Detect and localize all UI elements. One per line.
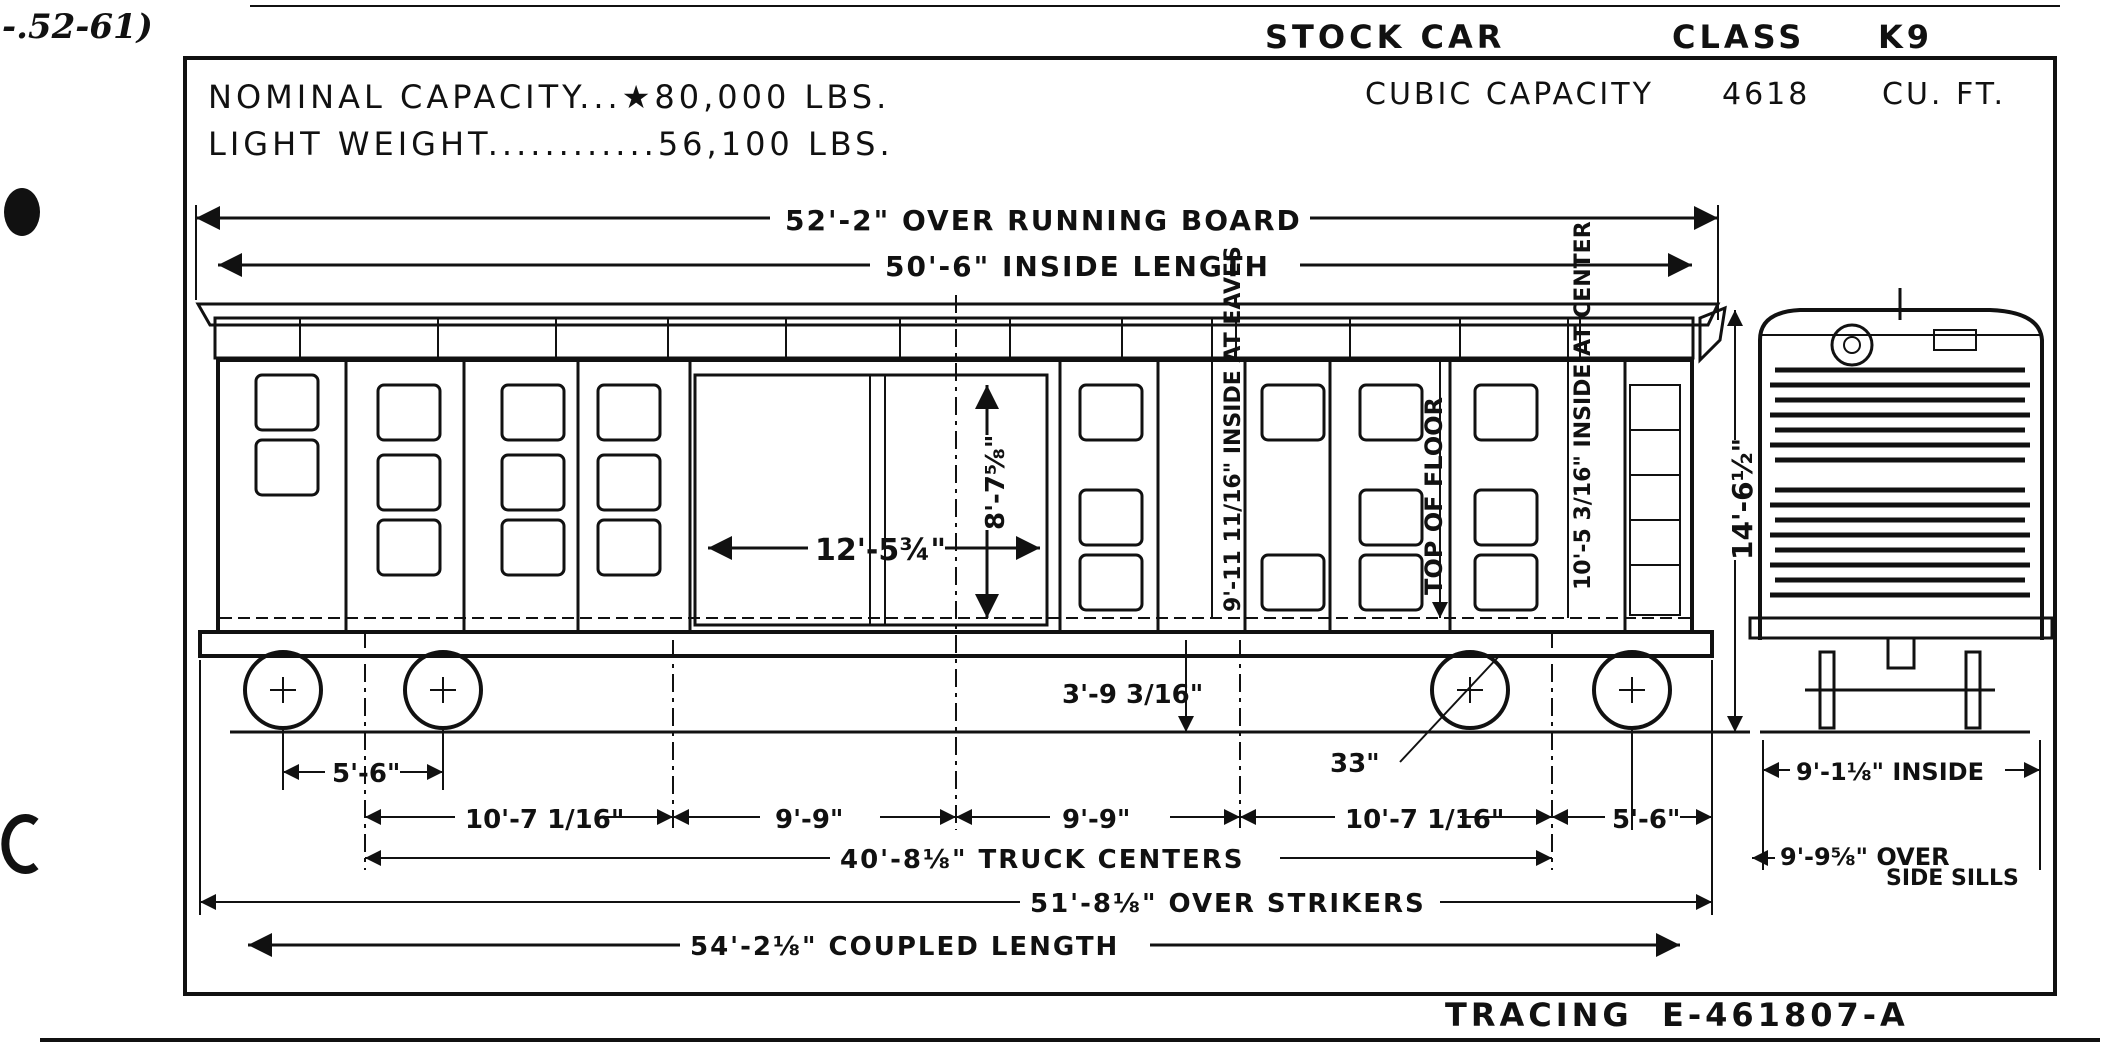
wheels <box>230 650 1750 734</box>
punch-hole-bottom <box>1 814 39 874</box>
cubic-capacity-value: 4618 <box>1722 77 1810 112</box>
class-value: K9 <box>1878 18 1933 56</box>
segment-1: 10'-7 1/16" <box>465 805 624 835</box>
punch-hole-top <box>4 188 40 236</box>
corner-note: -.52-61) <box>2 7 153 47</box>
dim-inside-length: 50'-6" INSIDE LENGTH <box>218 250 1692 283</box>
dim-over-running-board: 52'-2" OVER RUNNING BOARD <box>196 204 1718 237</box>
end-inside-width: 9'-1⅛" INSIDE <box>1796 758 1984 786</box>
inside-at-center: 10'-5 3/16" INSIDE AT CENTER <box>1571 221 1596 590</box>
end-side-sills: SIDE SILLS <box>1886 866 2019 891</box>
segment-3: 9'-9" <box>1062 805 1130 835</box>
inside-length-label: 50'-6" INSIDE LENGTH <box>885 250 1270 283</box>
door-width: 12'-5¾" <box>815 533 946 568</box>
car-body-side <box>195 302 1727 658</box>
class-label: CLASS <box>1672 18 1805 56</box>
overall-height: 14'-6½" <box>1726 438 1759 560</box>
inside-at-eaves: 9'-11 11/16" INSIDE AT EAVES <box>1221 246 1246 612</box>
cubic-capacity-label: CUBIC CAPACITY <box>1365 77 1654 112</box>
segment-dimensions: 10'-7 1/16" 9'-9" 9'-9" 10'-7 1/16" 5'-6… <box>365 805 1712 835</box>
cubic-capacity-unit: CU. FT. <box>1882 77 2006 112</box>
light-weight: LIGHT WEIGHT............56,100 LBS. <box>208 125 894 163</box>
wheelbase-left: 5'-6" <box>332 759 400 789</box>
wheel-diameter: 33" <box>1330 749 1380 779</box>
top-of-floor: TOP OF FLOOR <box>1420 397 1448 595</box>
segment-2: 9'-9" <box>775 805 843 835</box>
wheelbase-right: 5'-6" <box>1612 805 1680 835</box>
door-height: 8'-7⅝" <box>981 435 1011 530</box>
end-over-width: 9'-9⅝" OVER <box>1780 843 1950 871</box>
over-strikers: 51'-8⅛" OVER STRIKERS <box>1030 889 1426 919</box>
nominal-capacity: NOMINAL CAPACITY...★80,000 LBS. <box>208 78 890 116</box>
segment-4: 10'-7 1/16" <box>1345 805 1504 835</box>
car-type: STOCK CAR <box>1265 18 1505 56</box>
underframe <box>198 630 1714 658</box>
drawing-frame <box>183 56 2057 996</box>
over-running-board-label: 52'-2" OVER RUNNING BOARD <box>785 204 1302 237</box>
tracing-label: TRACING <box>1445 996 1633 1034</box>
coupled-length: 54'-2⅛" COUPLED LENGTH <box>690 932 1119 962</box>
end-ladder <box>1629 384 1681 616</box>
car-end-view: 9'-1⅛" INSIDE 9'-9⅝" OVER SIDE SILLS <box>1748 288 2054 891</box>
truck-centers: 40'-8⅛" TRUCK CENTERS <box>840 845 1245 875</box>
tracing-number: E-461807-A <box>1662 996 1909 1034</box>
floor-height: 3'-9 3/16" <box>1062 680 1203 710</box>
